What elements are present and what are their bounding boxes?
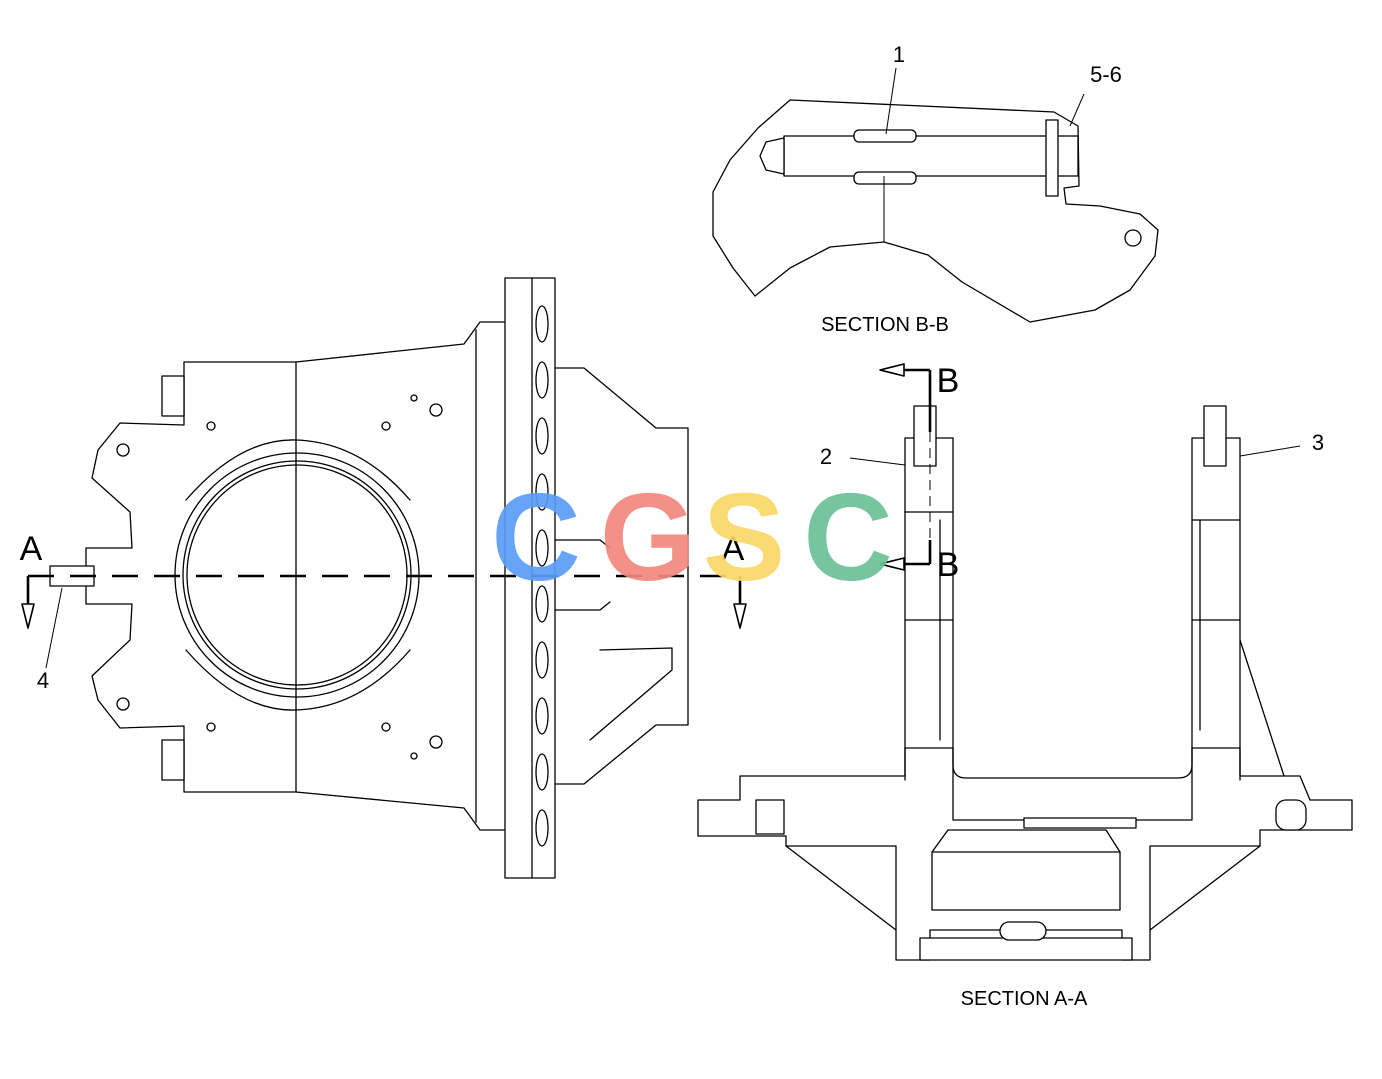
bolt-head-lower [161, 739, 185, 781]
section-bb-lug-hole [1124, 229, 1142, 247]
callout-2: 2 [820, 444, 832, 469]
watermark-letter-c2: C [803, 469, 893, 607]
section-bb-housing [712, 99, 1159, 323]
watermark-letter-c1: C [491, 469, 581, 607]
section-aa-title: SECTION A-A [961, 988, 1088, 1010]
section-bb-view: SECTION B-B [712, 99, 1159, 336]
section-bb-bushing-bottom [853, 171, 917, 185]
callout-1: 1 [893, 42, 905, 67]
bolt-head-upper [161, 375, 185, 417]
watermark-letter-s: S [703, 469, 786, 607]
callout-5-6: 5-6 [1090, 62, 1122, 87]
callout-3: 3 [1312, 430, 1324, 455]
flange-bolt-slots [535, 305, 549, 847]
cut-line-bb: B B [879, 362, 960, 584]
section-aa-channel [952, 747, 1193, 779]
cut-label-a-left: A [20, 530, 43, 568]
section-bb-washer [1045, 119, 1059, 197]
callout-numbers: 1 2 3 4 5-6 [37, 42, 1324, 693]
leader-lines [45, 67, 1301, 669]
section-bb-pin [783, 135, 1079, 177]
section-aa-base [697, 747, 1353, 961]
side-view-body [295, 321, 505, 831]
side-view-housing [554, 367, 689, 785]
cut-label-b-top: B [937, 362, 960, 400]
section-bb-bushing-top [853, 129, 917, 143]
side-view: A A [20, 277, 747, 879]
callout-4: 4 [37, 668, 49, 693]
section-aa-view: SECTION A-A [697, 405, 1353, 1010]
cut-label-b-bottom: B [937, 546, 960, 584]
section-bb-title: SECTION B-B [821, 314, 949, 336]
flange-plate [504, 277, 556, 879]
cut-label-a-right: A [722, 530, 745, 568]
section-bb-pin-tip [759, 137, 785, 175]
watermark-letter-g: G [600, 469, 696, 607]
watermark-logo: C G S C [491, 469, 893, 607]
